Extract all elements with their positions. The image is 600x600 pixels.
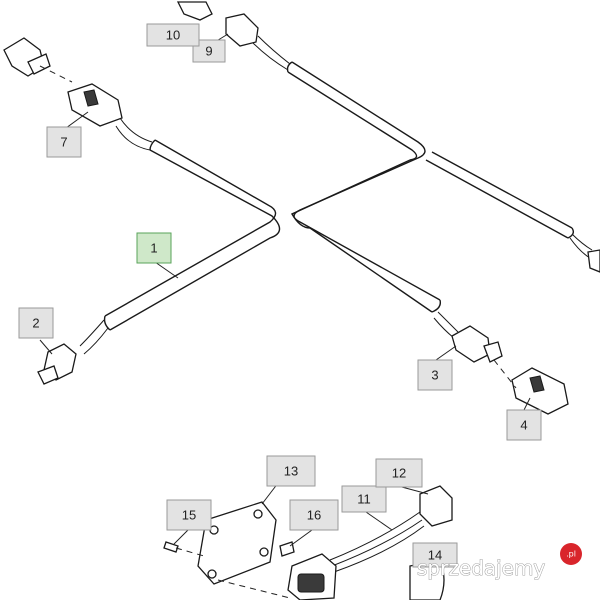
connector-top-left	[3, 37, 51, 77]
callout-13: 13	[266, 455, 316, 487]
switch-11	[287, 553, 337, 600]
watermark-text: sprzedajemy	[417, 556, 545, 580]
callout-box-15	[166, 499, 212, 531]
callout-15: 15	[166, 499, 212, 531]
callout-label-15: 15	[182, 508, 196, 523]
callout-1: 1	[136, 232, 172, 264]
watermark-badge-text: .pl	[566, 550, 576, 559]
callout-label-9: 9	[205, 44, 212, 59]
callout-box-1	[136, 232, 172, 264]
callout-label-2: 2	[32, 316, 39, 331]
callout-3: 3	[417, 359, 453, 391]
main-harness	[103, 61, 575, 331]
callout-box-14	[412, 542, 458, 568]
callout-box-11	[341, 485, 387, 513]
screw-15	[163, 541, 179, 553]
callout-label-16: 16	[307, 508, 321, 523]
callout-9: 9	[192, 39, 226, 63]
callout-box-12	[375, 458, 423, 488]
callout-14: 14	[412, 542, 458, 568]
callout-label-1: 1	[150, 241, 157, 256]
watermark: sprzedajemy .pl	[417, 543, 582, 580]
callout-label-13: 13	[284, 464, 298, 479]
callout-label-11: 11	[357, 492, 371, 507]
callout-box-10	[146, 23, 200, 47]
connector-12	[419, 485, 453, 527]
callout-box-2	[18, 307, 54, 339]
callout-box-7	[46, 126, 82, 158]
connector-10	[176, 1, 213, 21]
connector-4	[511, 367, 569, 415]
callout-12: 12	[375, 458, 423, 488]
callout-label-14: 14	[428, 548, 442, 563]
watermark-badge	[560, 543, 582, 565]
connector-9	[225, 13, 259, 47]
connector-2	[37, 343, 77, 385]
connector-3	[451, 325, 503, 363]
callout-2: 2	[18, 307, 54, 339]
callout-box-3	[417, 359, 453, 391]
connector-7	[67, 83, 123, 127]
callout-4: 4	[506, 409, 542, 441]
connector-right	[587, 249, 600, 273]
bracket-13	[197, 501, 277, 585]
callout-box-9	[192, 39, 226, 63]
connector-wires	[79, 35, 593, 573]
callout-16: 16	[289, 499, 339, 531]
callout-box-13	[266, 455, 316, 487]
callout-box-16	[289, 499, 339, 531]
callout-11: 11	[341, 485, 387, 513]
callout-10: 10	[146, 23, 200, 47]
callout-label-4: 4	[520, 418, 527, 433]
callout-label-3: 3	[431, 368, 438, 383]
callout-box-4	[506, 409, 542, 441]
callout-label-10: 10	[166, 28, 180, 43]
callout-label-7: 7	[60, 135, 67, 150]
callout-7: 7	[46, 126, 82, 158]
callout-label-12: 12	[392, 466, 406, 481]
